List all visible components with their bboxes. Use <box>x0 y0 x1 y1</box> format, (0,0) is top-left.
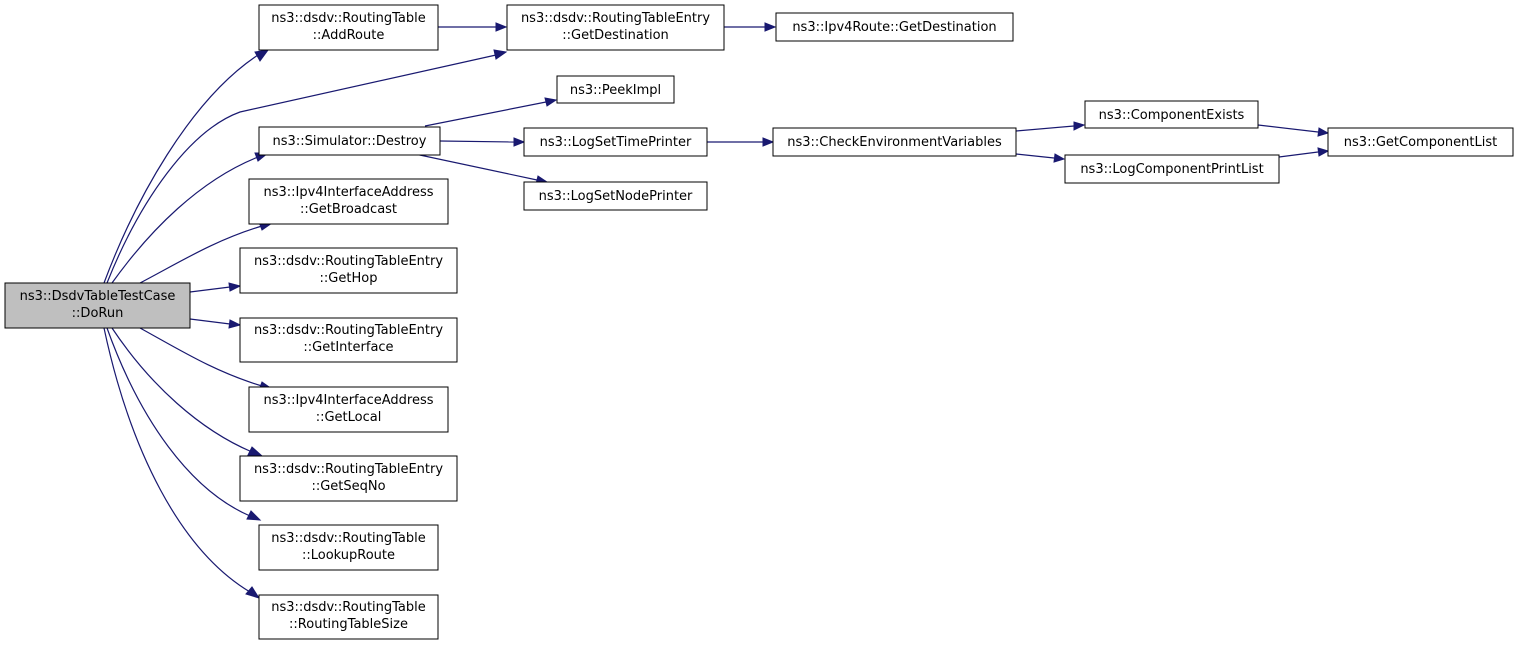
node-label: ns3::CheckEnvironmentVariables <box>787 135 1002 150</box>
edge-arrow <box>254 49 270 62</box>
edge-dorun-addroute <box>103 54 259 284</box>
edge-arrow <box>1073 121 1086 131</box>
edge-arrow <box>1317 147 1330 157</box>
node-label: ::DoRun <box>72 306 124 321</box>
node-label: ns3::dsdv::RoutingTable <box>271 11 426 26</box>
edge-arrow <box>246 510 262 521</box>
edge-dorun-getlocal <box>139 327 263 387</box>
node-label: ns3::DsdvTableTestCase <box>20 289 176 304</box>
node-ipv4route-getdestination[interactable]: ns3::Ipv4Route::GetDestination <box>775 12 1014 42</box>
edge-arrow <box>1053 153 1066 163</box>
node-peekimpl[interactable]: ns3::PeekImpl <box>556 75 675 104</box>
node-getcomponentlist[interactable]: ns3::GetComponentList <box>1327 127 1514 157</box>
node-label: ::LookupRoute <box>302 548 395 563</box>
node-getbroadcast[interactable]: ns3::Ipv4InterfaceAddress ::GetBroadcast <box>248 178 449 225</box>
node-label: ::GetDestination <box>562 28 669 43</box>
node-logcomponentprintlist[interactable]: ns3::LogComponentPrintList <box>1064 154 1280 184</box>
node-label: ns3::GetComponentList <box>1344 135 1497 150</box>
node-label: ns3::Ipv4Route::GetDestination <box>792 20 996 35</box>
edge-arrow <box>247 446 264 457</box>
node-routingtablesize[interactable]: ns3::dsdv::RoutingTable ::RoutingTableSi… <box>258 594 439 640</box>
node-dorun[interactable]: ns3::DsdvTableTestCase ::DoRun <box>4 282 191 329</box>
node-checkenvironmentvariables[interactable]: ns3::CheckEnvironmentVariables <box>772 127 1017 157</box>
node-label: ns3::LogSetNodePrinter <box>539 189 693 204</box>
edge-arrow <box>544 97 558 107</box>
node-label: ns3::Ipv4InterfaceAddress <box>263 185 433 200</box>
node-getinterface[interactable]: ns3::dsdv::RoutingTableEntry ::GetInterf… <box>239 317 458 363</box>
node-gethop[interactable]: ns3::dsdv::RoutingTableEntry ::GetHop <box>239 247 458 294</box>
edge-compexists-getcomplist <box>1257 124 1319 133</box>
edge-arrow <box>764 22 777 32</box>
node-lookuproute[interactable]: ns3::dsdv::RoutingTable ::LookupRoute <box>258 524 439 571</box>
node-label: ::GetBroadcast <box>300 202 397 217</box>
edge-checkenv-logcompprint <box>1015 153 1055 159</box>
edge-logcompprint-getcomplist <box>1278 151 1319 158</box>
edge-arrow <box>513 137 526 147</box>
edge-arrow <box>495 22 508 32</box>
node-label: ns3::dsdv::RoutingTableEntry <box>521 11 710 26</box>
edge-arrow <box>493 49 508 60</box>
edge-arrow <box>1317 127 1330 137</box>
node-label: ns3::dsdv::RoutingTableEntry <box>254 462 443 477</box>
edge-arrow <box>228 319 242 329</box>
edge-destroy-logsettime <box>439 140 515 143</box>
edge-destroy-logsetnode <box>414 153 538 181</box>
node-label: ns3::dsdv::RoutingTable <box>271 531 426 546</box>
node-simulator-destroy[interactable]: ns3::Simulator::Destroy <box>258 126 441 156</box>
edge-dorun-getseqno <box>111 327 253 453</box>
node-label: ns3::dsdv::RoutingTableEntry <box>254 323 443 338</box>
edge-dorun-getbroadcast <box>139 225 263 284</box>
node-label: ns3::dsdv::RoutingTableEntry <box>254 254 443 269</box>
node-label: ::GetInterface <box>303 340 393 355</box>
node-label: ::GetLocal <box>316 410 382 425</box>
node-label: ns3::Simulator::Destroy <box>273 134 427 149</box>
node-label: ns3::LogSetTimePrinter <box>540 135 692 150</box>
node-label: ::GetSeqNo <box>311 479 385 494</box>
edge-destroy-peekimpl <box>424 101 547 127</box>
edge-checkenv-compexists <box>1015 125 1075 132</box>
node-label: ::RoutingTableSize <box>289 617 408 632</box>
edge-arrow <box>228 282 242 292</box>
node-label: ::AddRoute <box>313 28 385 43</box>
edge-dorun-getdest-entry <box>106 54 497 284</box>
node-label: ns3::PeekImpl <box>570 83 661 98</box>
node-getseqno[interactable]: ns3::dsdv::RoutingTableEntry ::GetSeqNo <box>239 455 458 502</box>
edge-arrow <box>762 137 775 147</box>
node-addroute[interactable]: ns3::dsdv::RoutingTable ::AddRoute <box>258 4 439 51</box>
node-label: ns3::dsdv::RoutingTable <box>271 600 426 615</box>
node-label: ::GetHop <box>320 271 378 286</box>
edge-dorun-gethop <box>189 286 231 293</box>
node-label: ns3::Ipv4InterfaceAddress <box>263 393 433 408</box>
node-label: ns3::LogComponentPrintList <box>1080 162 1263 177</box>
node-getdestination-entry[interactable]: ns3::dsdv::RoutingTableEntry ::GetDestin… <box>506 4 725 51</box>
edge-dorun-getinterface <box>189 318 231 325</box>
node-logsetnodeprinter[interactable]: ns3::LogSetNodePrinter <box>523 181 708 211</box>
node-getlocal[interactable]: ns3::Ipv4InterfaceAddress ::GetLocal <box>248 386 449 433</box>
node-logsettimeprinter[interactable]: ns3::LogSetTimePrinter <box>523 127 708 157</box>
edge-dorun-lookuproute <box>106 327 251 517</box>
edge-dorun-destroy <box>111 156 259 284</box>
node-label: ns3::ComponentExists <box>1099 108 1245 123</box>
node-componentexists[interactable]: ns3::ComponentExists <box>1084 100 1259 129</box>
edge-dorun-routingtablesize <box>103 327 251 593</box>
edge-arrow <box>245 586 261 599</box>
